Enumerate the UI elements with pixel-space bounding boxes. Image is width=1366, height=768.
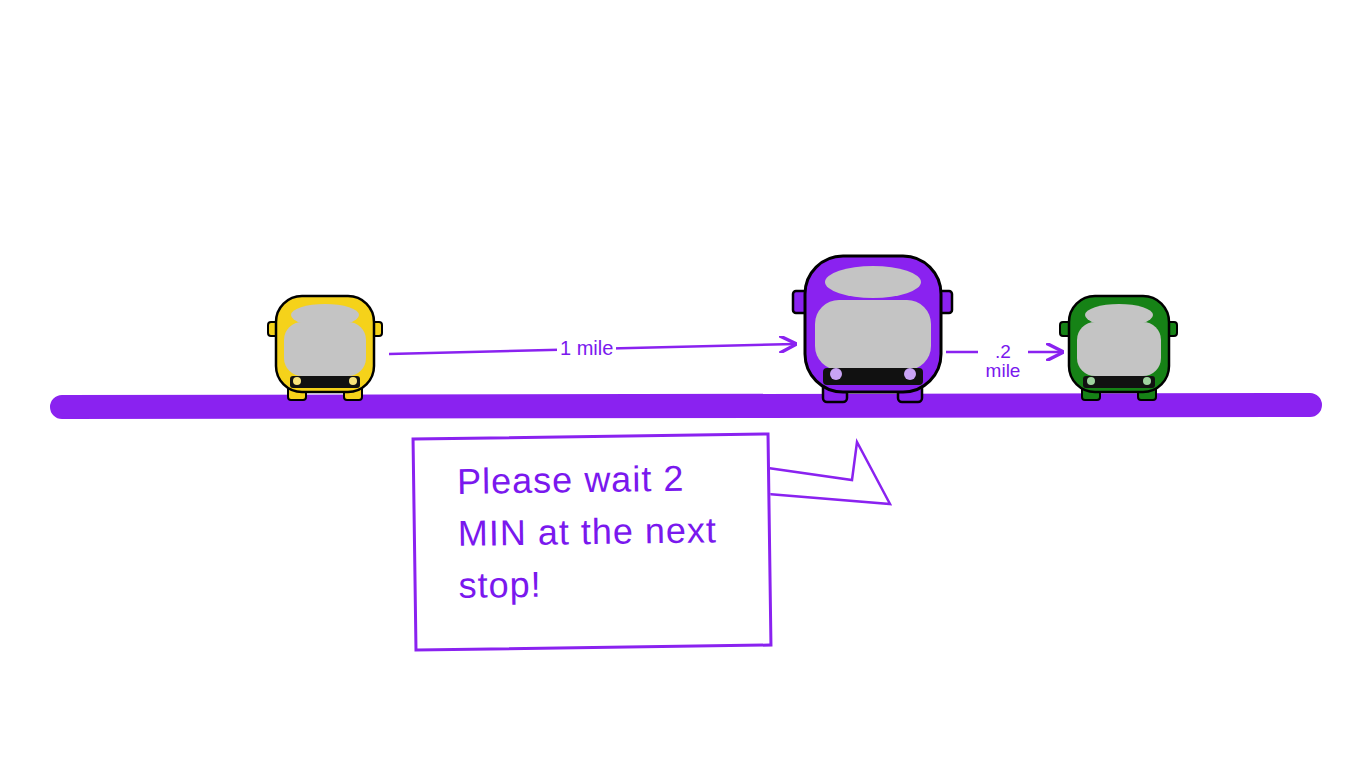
bubble-text: Please wait 2 MIN at the next stop! — [457, 452, 727, 612]
speech-bubble: Please wait 2 MIN at the next stop! — [412, 433, 773, 652]
speech-tail — [768, 442, 890, 504]
road — [62, 405, 1310, 407]
yellow-bus — [268, 296, 382, 400]
distance-label: .2 mile — [978, 341, 1028, 381]
distance-label: 1 mile — [557, 337, 616, 359]
green-bus — [1060, 296, 1177, 400]
purple-bus — [793, 256, 952, 402]
